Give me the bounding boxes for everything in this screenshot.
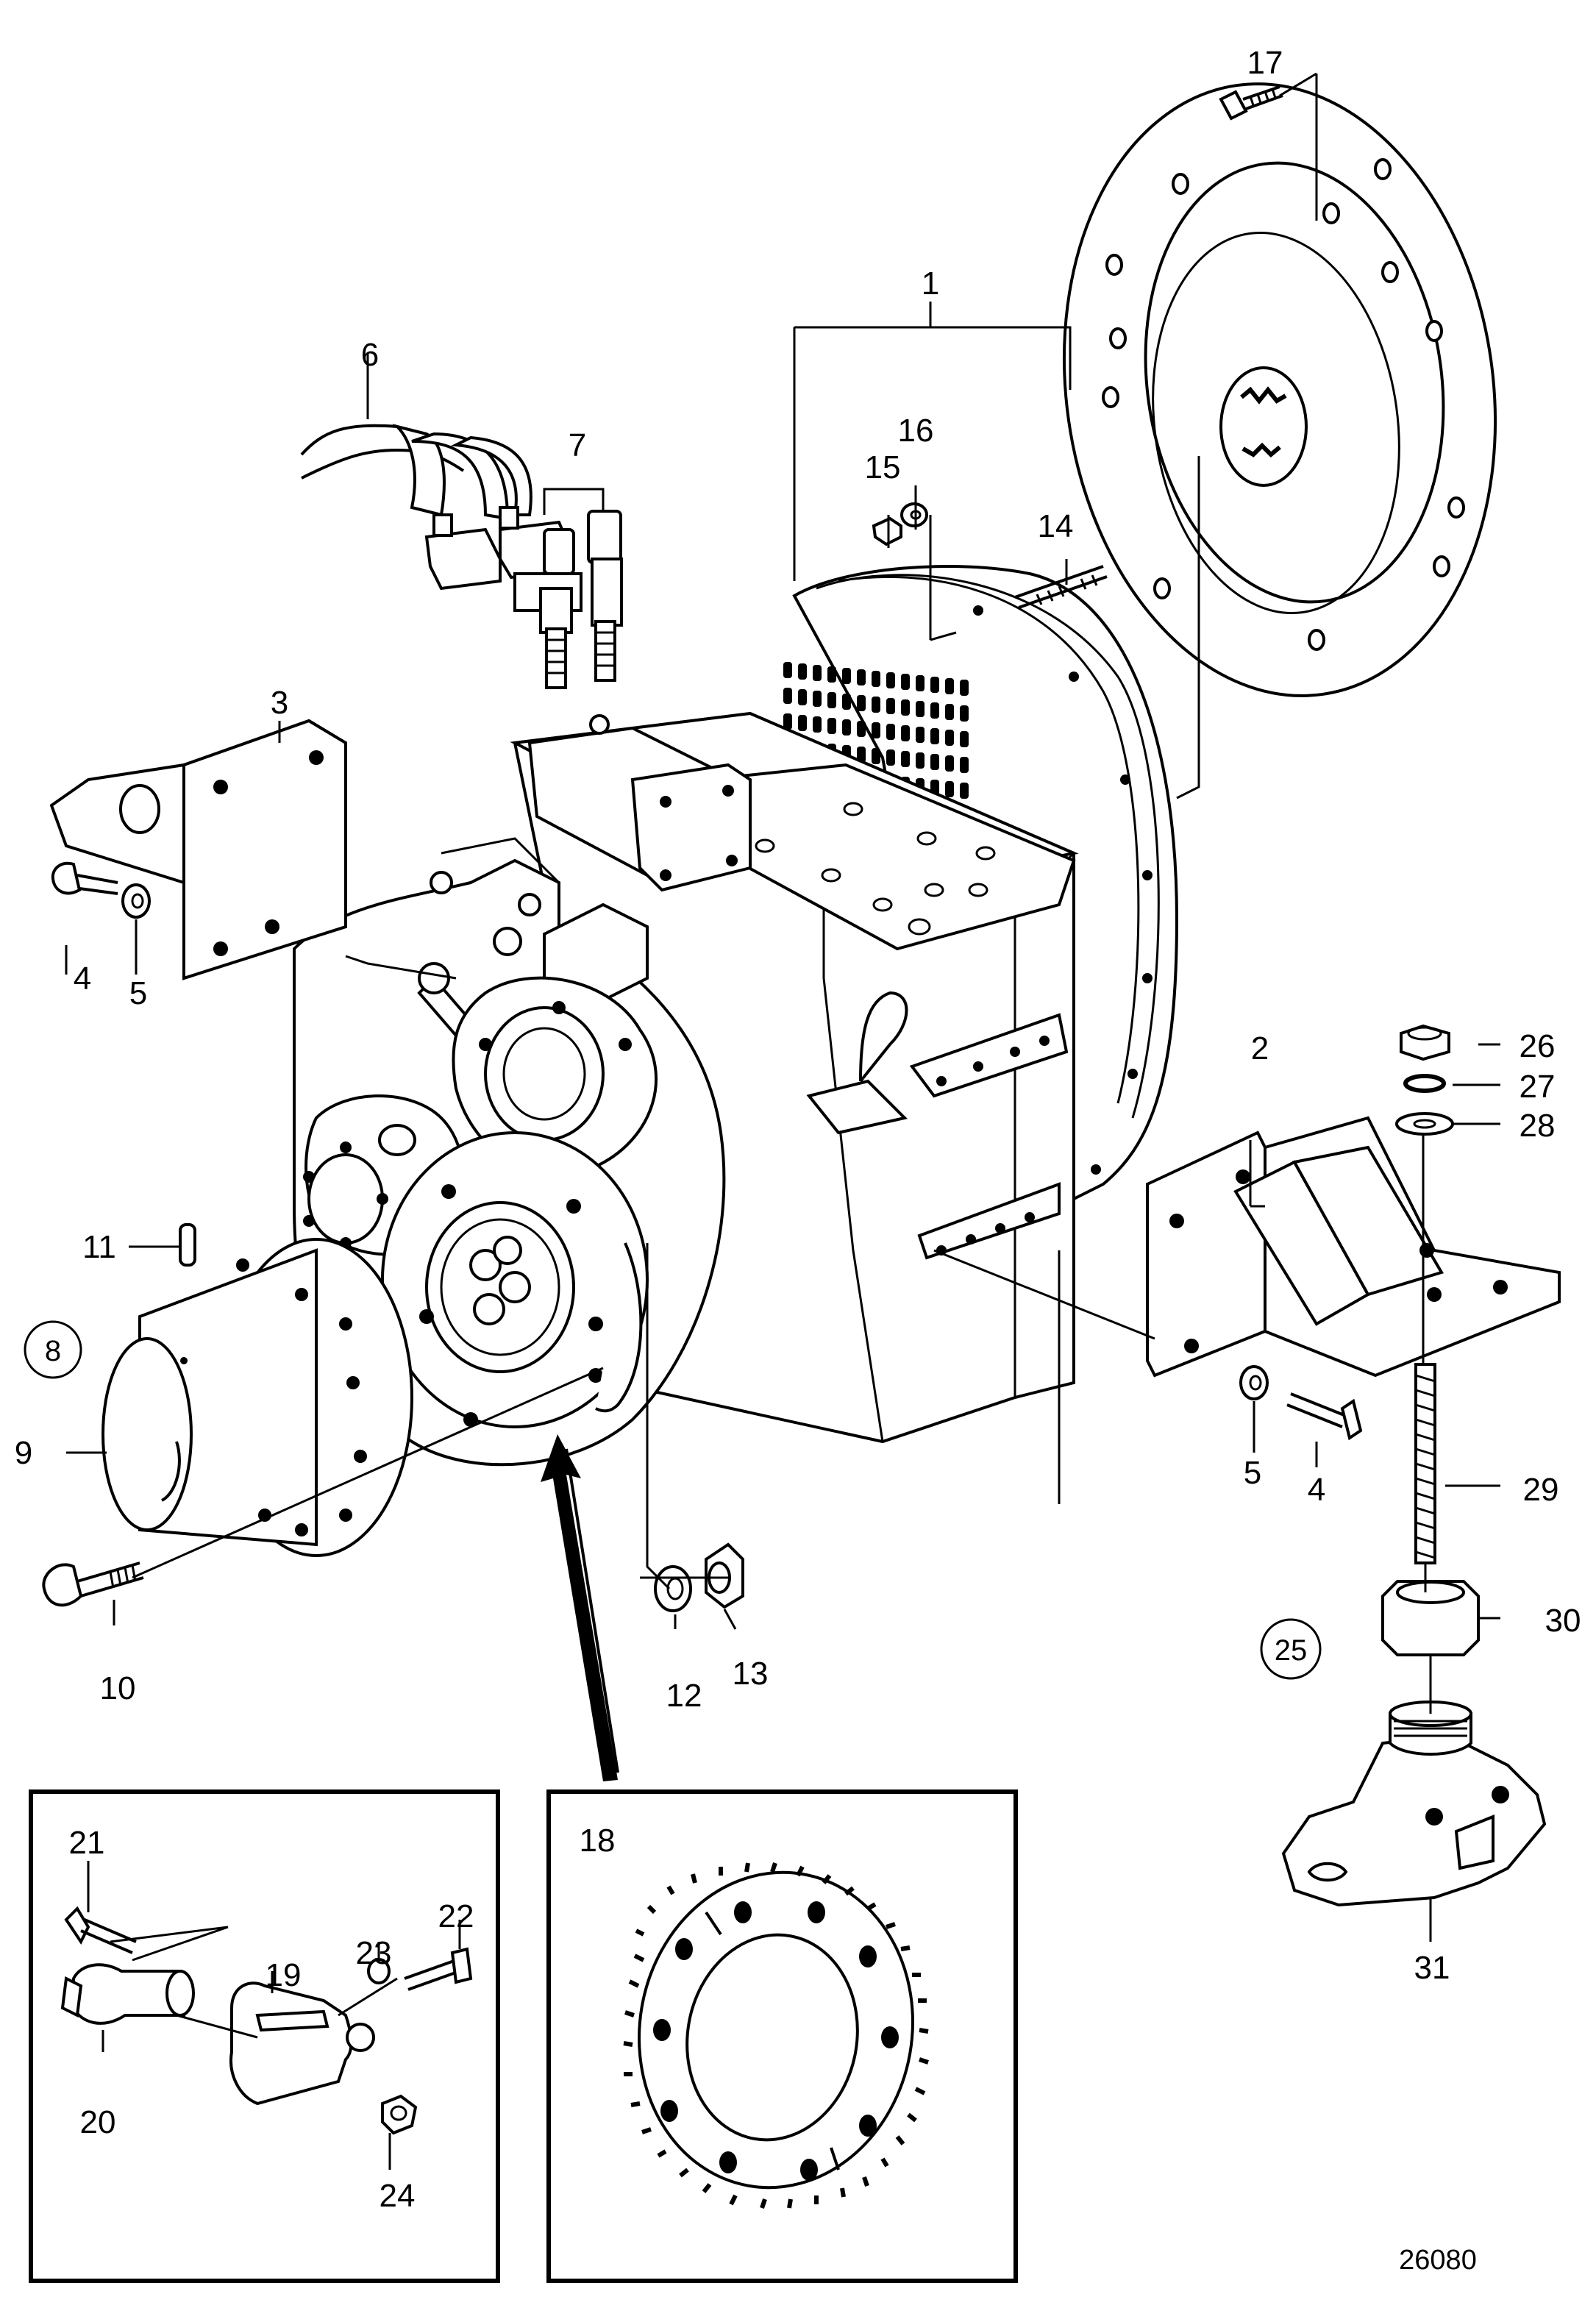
callout-22: 22 — [438, 1898, 474, 1934]
bolt-10 — [42, 1561, 144, 1607]
callout-26: 26 — [1520, 1028, 1556, 1064]
callout-1: 1 — [922, 266, 939, 302]
engine-mount-31 — [1281, 1700, 1547, 1907]
flexible-coupling-plate — [1062, 82, 1497, 697]
nut-26 — [1400, 1024, 1450, 1061]
output-flange — [381, 1131, 649, 1428]
callout-7: 7 — [569, 427, 586, 463]
callout-5-right: 5 — [1244, 1455, 1261, 1491]
callout-16: 16 — [898, 413, 934, 449]
callout-15: 15 — [865, 449, 901, 485]
bolt-17 — [1219, 85, 1283, 121]
callout-24: 24 — [380, 2178, 416, 2214]
pin-11 — [179, 1223, 196, 1267]
coupling-hub-9 — [101, 1238, 413, 1557]
callout-17: 17 — [1247, 45, 1283, 81]
callout-19: 19 — [266, 1957, 302, 1993]
callout-30: 30 — [1545, 1603, 1581, 1639]
detail-box-ring-gear — [546, 1789, 1018, 2283]
callout-28: 28 — [1520, 1108, 1556, 1144]
circled-callout-25: 25 — [1275, 1634, 1308, 1667]
callout-23: 23 — [356, 1935, 392, 1971]
callout-labels: 1 2 3 4 5 6 7 9 10 11 12 13 14 15 16 17 … — [15, 45, 1581, 2276]
callout-14: 14 — [1038, 508, 1074, 544]
cable-harness-6 — [300, 424, 571, 591]
stud-14 — [1014, 565, 1108, 609]
washer-5-right — [1239, 1365, 1269, 1400]
mount-bracket-2 — [1146, 1116, 1561, 1378]
callout-27: 27 — [1520, 1069, 1556, 1105]
circled-callout-8: 8 — [45, 1335, 61, 1367]
stud-29 — [1414, 1363, 1436, 1564]
washer-28 — [1395, 1112, 1454, 1136]
washer-12 — [654, 1565, 692, 1612]
leader-lines — [65, 72, 1500, 1942]
callout-21: 21 — [69, 1825, 105, 1861]
lock-washer-27 — [1403, 1074, 1446, 1093]
callout-4-left: 4 — [74, 961, 91, 997]
drawing-number: 26080 — [1399, 2245, 1477, 2276]
detail-box-sensor — [29, 1789, 500, 2283]
callout-18: 18 — [580, 1823, 616, 1859]
callout-6: 6 — [361, 337, 379, 373]
callout-4-right: 4 — [1308, 1472, 1325, 1508]
callout-5-left: 5 — [129, 975, 147, 1011]
callout-10: 10 — [100, 1670, 136, 1706]
nut-13 — [705, 1542, 744, 1609]
callout-9: 9 — [15, 1435, 32, 1471]
mount-bracket-3 — [49, 719, 347, 980]
adjusting-nut-30 — [1381, 1580, 1480, 1656]
callout-12: 12 — [666, 1678, 702, 1714]
bolt-4-left — [51, 861, 118, 895]
washer-5-left — [121, 883, 151, 919]
callout-11: 11 — [82, 1229, 116, 1265]
washer-16 — [900, 502, 928, 527]
arrow-to-detail-18 — [541, 1434, 619, 1781]
callout-29: 29 — [1523, 1472, 1559, 1508]
callout-2: 2 — [1251, 1030, 1269, 1066]
callout-20: 20 — [80, 2104, 116, 2140]
callout-3: 3 — [271, 685, 288, 721]
sensor-7 — [513, 510, 623, 689]
callout-31: 31 — [1414, 1950, 1450, 1986]
bolt-4-right — [1286, 1392, 1363, 1441]
callout-13: 13 — [733, 1656, 769, 1692]
